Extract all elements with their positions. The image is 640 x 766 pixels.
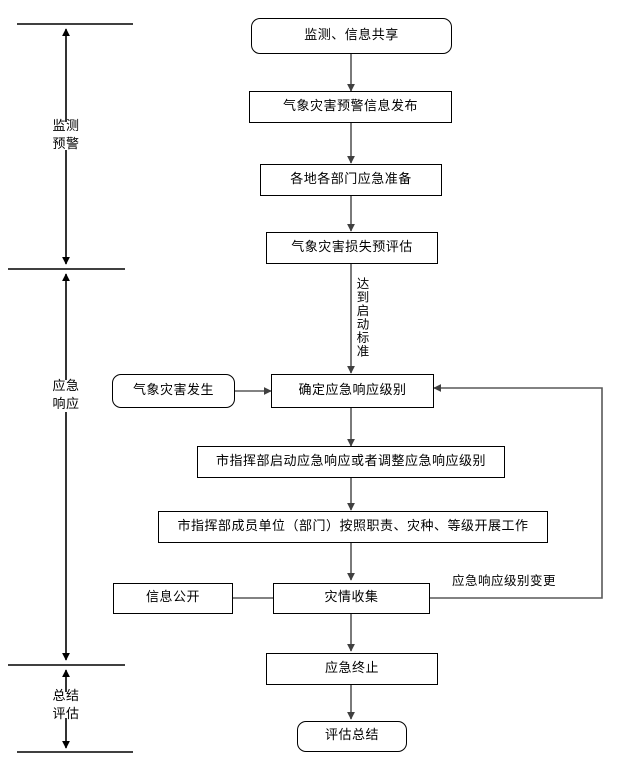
phase-label-monitor: 监测 预警 <box>52 119 80 152</box>
node-determine-response-level[interactable]: 确定应急响应级别 <box>271 374 434 408</box>
node-monitor-information-sharing[interactable]: 监测、信息共享 <box>251 18 452 54</box>
edge-label-reach-start-standard: 达到启动标准 <box>354 277 370 358</box>
phase-label-response: 应急 响应 <box>52 379 80 412</box>
node-information-disclosure[interactable]: 信息公开 <box>113 583 233 614</box>
node-weather-warning-release[interactable]: 气象灾害预警信息发布 <box>249 91 452 123</box>
edge-level-change-loop <box>430 384 603 599</box>
node-assessment-summary[interactable]: 评估总结 <box>297 721 407 752</box>
node-disaster-occurs[interactable]: 气象灾害发生 <box>112 374 235 408</box>
node-member-units-work[interactable]: 市指挥部成员单位（部门）按照职责、灾种、等级开展工作 <box>158 511 548 543</box>
edge-label-response-level-change: 应急响应级别变更 <box>452 573 557 588</box>
node-disaster-information-collection[interactable]: 灾情收集 <box>273 583 430 614</box>
node-city-hq-start-or-adjust[interactable]: 市指挥部启动应急响应或者调整应急响应级别 <box>197 446 505 478</box>
node-department-preparation[interactable]: 各地各部门应急准备 <box>260 164 442 196</box>
node-loss-pre-assessment[interactable]: 气象灾害损失预评估 <box>266 232 438 264</box>
node-emergency-termination[interactable]: 应急终止 <box>266 653 438 685</box>
phase-label-review: 总结 评估 <box>52 689 80 722</box>
